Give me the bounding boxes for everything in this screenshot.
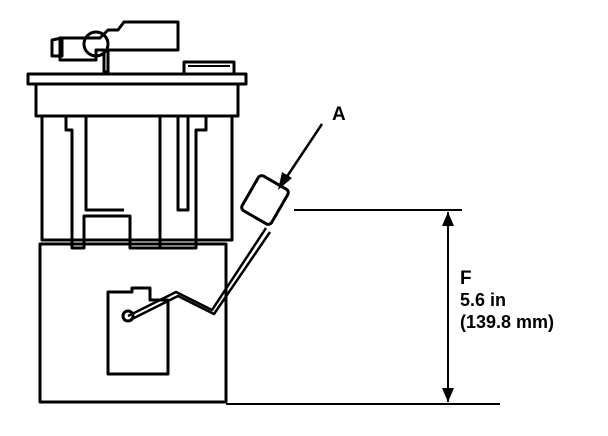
float — [240, 174, 290, 226]
dimension-lines — [226, 209, 500, 405]
dimension-inches: 5.6 in — [460, 290, 506, 310]
pump-housing — [38, 242, 228, 404]
pump-flange — [26, 72, 248, 118]
fuel-level-sensor — [106, 286, 170, 376]
pump-top-connector — [50, 20, 236, 76]
callout-label-a: A — [332, 104, 346, 125]
float-arm — [127, 227, 272, 322]
dimension-millimeters: (139.8 mm) — [460, 312, 554, 332]
dimension-letter-f: F — [460, 268, 472, 289]
dimension-arrowheads — [442, 212, 454, 402]
pump-upper-body — [40, 116, 234, 250]
callout-arrow-a — [278, 123, 324, 190]
